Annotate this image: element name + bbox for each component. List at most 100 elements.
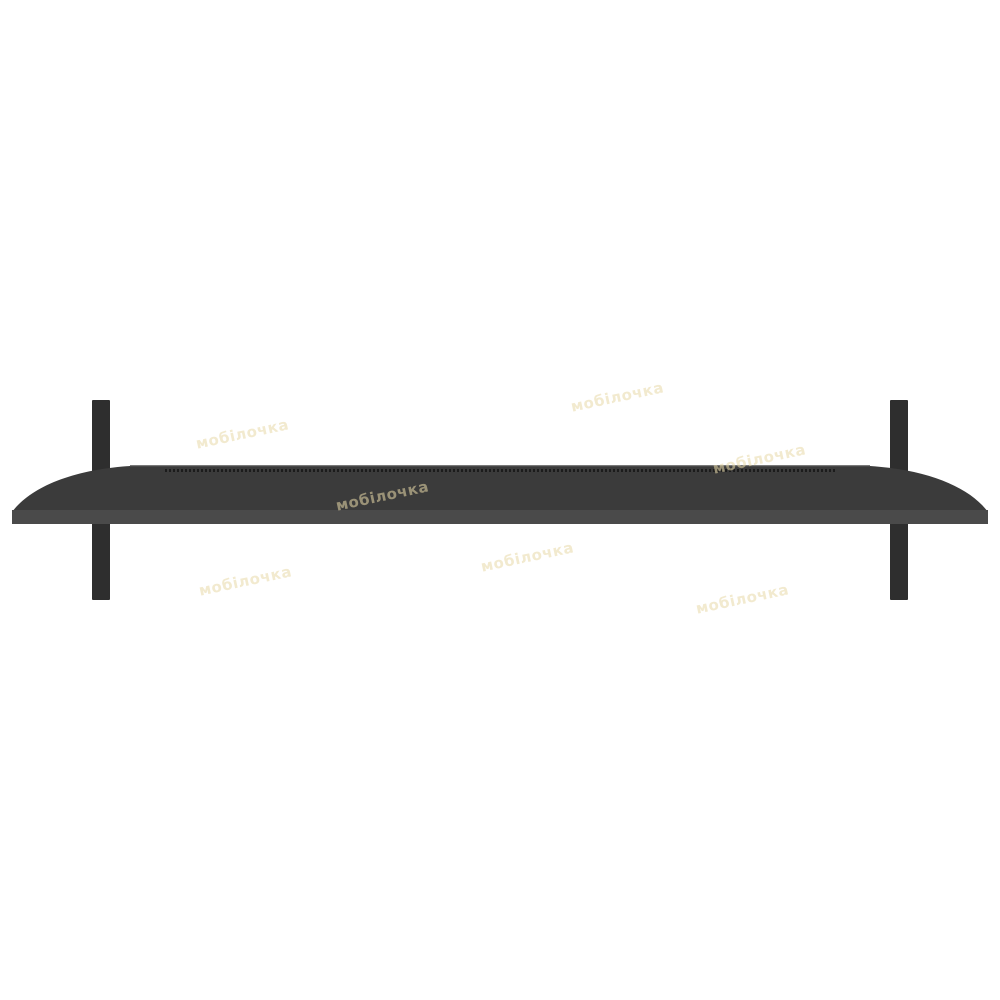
vent-slot <box>577 469 579 472</box>
vent-slot <box>385 469 387 472</box>
vent-slot <box>297 469 299 472</box>
vent-slot <box>361 469 363 472</box>
vent-slot <box>665 469 667 472</box>
tv-front-edge <box>12 510 988 524</box>
vent-slot <box>593 469 595 472</box>
vent-slot <box>521 469 523 472</box>
vent-slot <box>825 469 827 472</box>
vent-slot <box>833 469 835 472</box>
vent-slot <box>181 469 183 472</box>
vent-slot <box>421 469 423 472</box>
vent-slot <box>569 469 571 472</box>
vent-slot <box>713 469 715 472</box>
vent-slot <box>697 469 699 472</box>
vent-slot <box>501 469 503 472</box>
vent-slot <box>749 469 751 472</box>
vent-slot <box>401 469 403 472</box>
vent-slot <box>725 469 727 472</box>
vent-slot <box>381 469 383 472</box>
vent-slot <box>653 469 655 472</box>
vent-slot <box>305 469 307 472</box>
vent-slot <box>745 469 747 472</box>
vent-slot <box>353 469 355 472</box>
vent-slot <box>545 469 547 472</box>
vent-slot <box>733 469 735 472</box>
vent-slot <box>785 469 787 472</box>
vent-slot <box>705 469 707 472</box>
vent-slot <box>289 469 291 472</box>
vent-slot <box>685 469 687 472</box>
vent-slot <box>533 469 535 472</box>
vent-slot <box>485 469 487 472</box>
vent-slot <box>209 469 211 472</box>
vent-slot <box>605 469 607 472</box>
vent-slot <box>465 469 467 472</box>
vent-slot <box>457 469 459 472</box>
vent-slot <box>449 469 451 472</box>
vent-slot <box>641 469 643 472</box>
vent-slot <box>249 469 251 472</box>
vent-slot <box>561 469 563 472</box>
vent-slot <box>425 469 427 472</box>
vent-slot <box>721 469 723 472</box>
vent-slot <box>781 469 783 472</box>
vent-slot <box>529 469 531 472</box>
vent-slot <box>165 469 167 472</box>
vent-slot <box>633 469 635 472</box>
vent-slot <box>281 469 283 472</box>
vent-slot <box>517 469 519 472</box>
vent-slot <box>469 469 471 472</box>
vent-slot <box>329 469 331 472</box>
vent-slot <box>681 469 683 472</box>
vent-slot <box>441 469 443 472</box>
vent-slot <box>285 469 287 472</box>
vent-slot <box>689 469 691 472</box>
vent-slot <box>793 469 795 472</box>
vent-slot <box>497 469 499 472</box>
vent-slot <box>333 469 335 472</box>
vent-slot <box>729 469 731 472</box>
vent-slot <box>369 469 371 472</box>
vent-slot <box>505 469 507 472</box>
vent-slot <box>773 469 775 472</box>
vent-slot <box>173 469 175 472</box>
vent-slot <box>273 469 275 472</box>
vent-slot <box>525 469 527 472</box>
vent-slot <box>461 469 463 472</box>
vent-slot <box>349 469 351 472</box>
vent-slot <box>237 469 239 472</box>
vent-slot <box>809 469 811 472</box>
vent-slot <box>489 469 491 472</box>
vent-slot <box>241 469 243 472</box>
vent-slot <box>221 469 223 472</box>
vent-slot <box>537 469 539 472</box>
vent-slot <box>657 469 659 472</box>
vent-slot <box>257 469 259 472</box>
vent-slot <box>397 469 399 472</box>
vent-slot <box>429 469 431 472</box>
vent-slot <box>417 469 419 472</box>
vent-slot <box>821 469 823 472</box>
ventilation-grille <box>165 469 835 472</box>
vent-slot <box>797 469 799 472</box>
vent-slot <box>317 469 319 472</box>
vent-slot <box>829 469 831 472</box>
vent-slot <box>169 469 171 472</box>
vent-slot <box>389 469 391 472</box>
vent-slot <box>805 469 807 472</box>
vent-slot <box>673 469 675 472</box>
vent-slot <box>549 469 551 472</box>
vent-slot <box>661 469 663 472</box>
vent-slot <box>757 469 759 472</box>
vent-slot <box>813 469 815 472</box>
vent-slot <box>509 469 511 472</box>
vent-slot <box>613 469 615 472</box>
vent-slot <box>737 469 739 472</box>
vent-slot <box>261 469 263 472</box>
vent-slot <box>637 469 639 472</box>
vent-slot <box>341 469 343 472</box>
vent-slot <box>309 469 311 472</box>
vent-slot <box>293 469 295 472</box>
vent-slot <box>701 469 703 472</box>
vent-slot <box>649 469 651 472</box>
